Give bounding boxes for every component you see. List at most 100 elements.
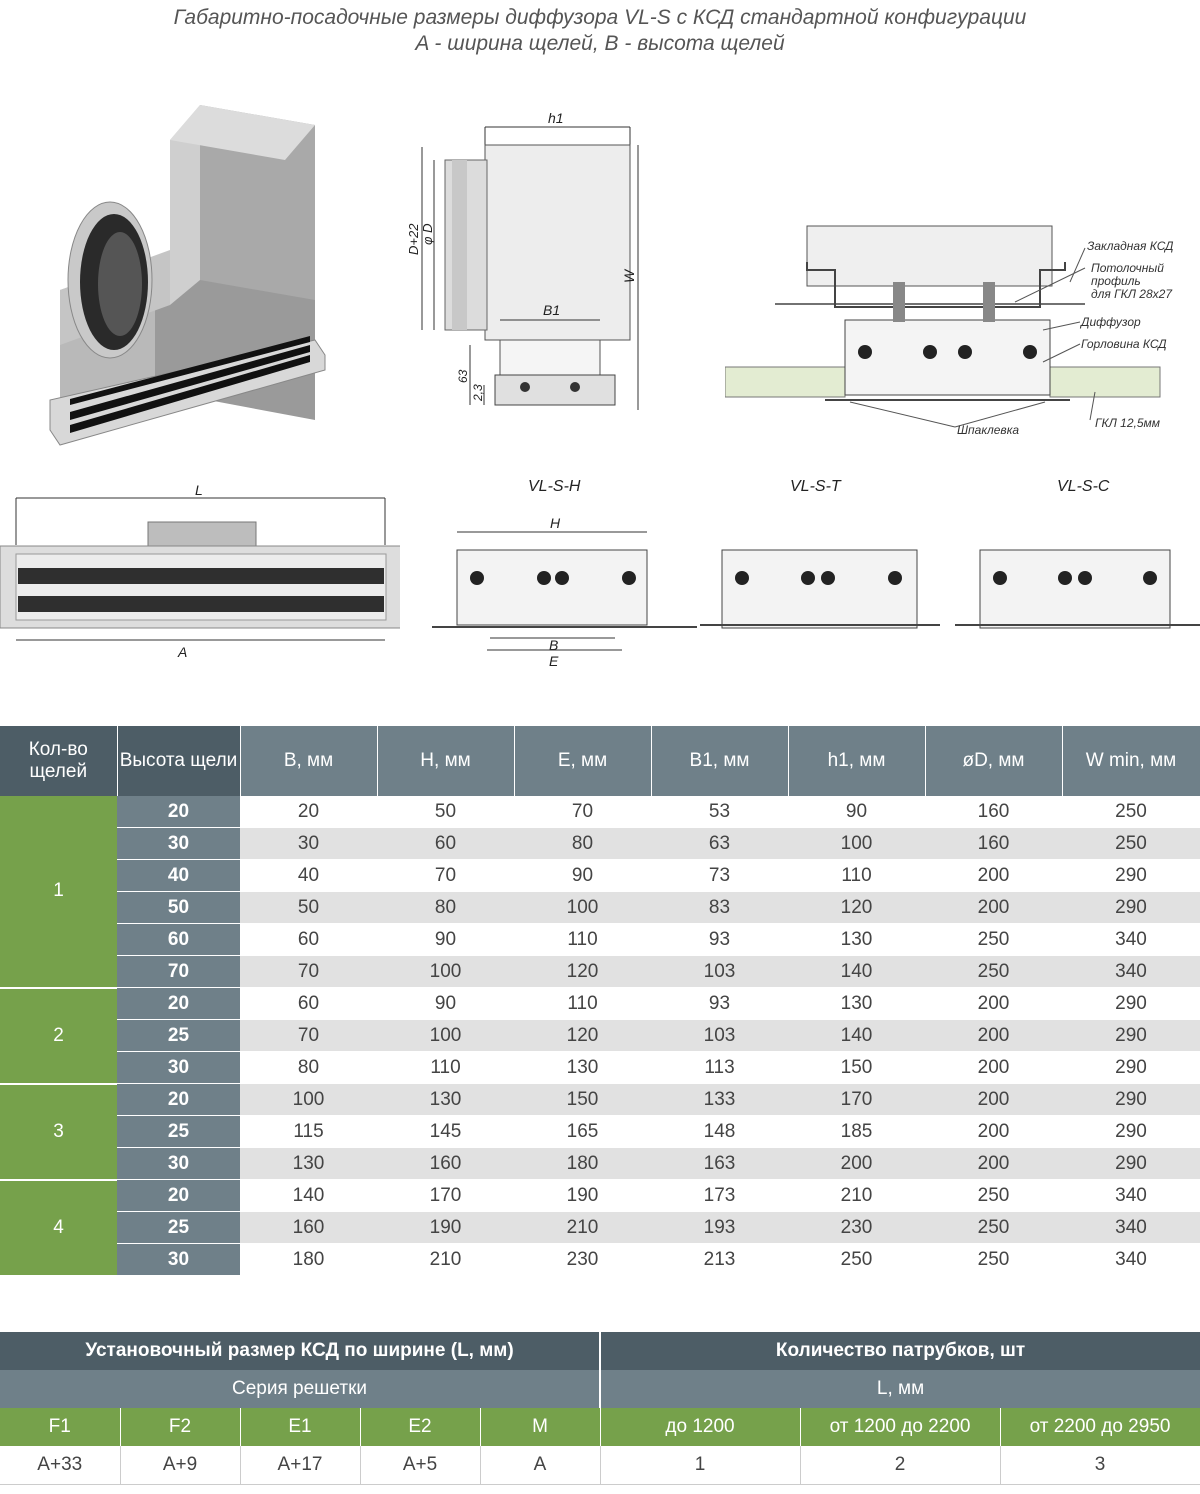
value-cell: 290 [1062,1147,1200,1180]
series-value-f2: A+9 [120,1446,241,1485]
table-header-row: Кол-во щелей Высота щели B, мм H, мм E, … [0,726,1200,796]
slot-height-cell: 60 [117,923,240,956]
dimensions-table: Кол-во щелей Высота щели B, мм H, мм E, … [0,726,1200,1277]
page-title: Габаритно-посадочные размеры диффузора V… [173,6,1027,29]
value-cell: 160 [377,1147,514,1180]
value-cell: 60 [240,923,377,956]
range-2: от 1200 до 2200 [800,1408,1001,1446]
series-e2: E2 [360,1408,481,1446]
value-cell: 200 [925,1051,1062,1084]
value-cell: 80 [514,827,651,860]
ksd-left-subtitle: Серия решетки [0,1370,601,1408]
value-cell: 163 [651,1147,788,1180]
series-value-m: A [480,1446,601,1485]
dim-63: 63 [456,369,470,383]
value-cell: 73 [651,859,788,892]
value-cell: 133 [651,1083,788,1116]
value-cell: 20 [240,796,377,828]
value-cell: 80 [240,1051,377,1084]
value-cell: 90 [377,987,514,1020]
value-cell: 100 [377,955,514,988]
value-cell: 250 [788,1243,925,1276]
slot-count-cell: 4 [0,1179,117,1277]
value-cell: 160 [925,796,1062,828]
value-cell: 80 [377,891,514,924]
value-cell: 110 [788,859,925,892]
variant-label-h: VL-S-H [528,478,581,495]
value-cell: 200 [925,987,1062,1020]
value-cell: 63 [651,827,788,860]
value-cell: 90 [514,859,651,892]
variant-label-t: VL-S-T [790,478,841,495]
value-cell: 53 [651,796,788,828]
value-cell: 250 [925,923,1062,956]
value-cell: 70 [240,955,377,988]
front-view-drawing: L A [0,482,400,660]
series-e1: E1 [240,1408,361,1446]
value-cell: 250 [925,1243,1062,1276]
value-cell: 120 [514,955,651,988]
dim-b1: B1 [543,302,560,318]
series-value-f1: A+33 [0,1446,121,1485]
value-cell: 120 [788,891,925,924]
dim-h1: h1 [548,110,564,126]
variant-c-drawing [955,549,1200,629]
value-cell: 290 [1062,1083,1200,1116]
value-cell: 200 [788,1147,925,1180]
value-cell: 200 [925,891,1062,924]
value-cell: 130 [788,923,925,956]
value-cell: 90 [377,923,514,956]
value-cell: 250 [925,1179,1062,1212]
note-gkl: ГКЛ 12,5мм [1095,416,1160,430]
value-cell: 93 [651,987,788,1020]
slot-count-cell: 3 [0,1083,117,1181]
ksd-table: Установочный размер КСД по ширине (L, мм… [0,1332,1200,1485]
diffuser-3d-render [49,105,326,446]
value-cell: 160 [240,1211,377,1244]
dim-phi-d: φ D [420,224,435,245]
value-cell: 230 [514,1243,651,1276]
range-value-1: 1 [600,1446,801,1485]
value-cell: 180 [240,1243,377,1276]
value-cell: 148 [651,1115,788,1148]
series-f1: F1 [0,1408,121,1446]
ksd-right-subtitle: L, мм [599,1370,1200,1408]
slot-height-cell: 40 [117,859,240,892]
value-cell: 290 [1062,1019,1200,1052]
value-cell: 40 [240,859,377,892]
dim-h: H [550,515,561,531]
note-ceiling-2: профиль [1091,274,1141,288]
value-cell: 70 [377,859,514,892]
value-cell: 100 [240,1083,377,1116]
variant-h-drawing: H B E [432,515,697,669]
header-e: E, мм [514,726,652,796]
value-cell: 60 [377,827,514,860]
value-cell: 185 [788,1115,925,1148]
value-cell: 250 [1062,827,1200,860]
slot-height-cell: 20 [117,1083,240,1116]
value-cell: 140 [788,955,925,988]
value-cell: 150 [514,1083,651,1116]
value-cell: 93 [651,923,788,956]
slot-height-cell: 20 [117,1179,240,1212]
value-cell: 340 [1062,1211,1200,1244]
value-cell: 145 [377,1115,514,1148]
dim-d-plus: D+22 [406,223,421,255]
value-cell: 100 [514,891,651,924]
variant-label-c: VL-S-C [1057,478,1110,495]
slot-count-cell: 1 [0,796,117,989]
range-value-2: 2 [800,1446,1001,1485]
value-cell: 100 [788,827,925,860]
header-w-min: W min, мм [1062,726,1200,796]
value-cell: 90 [788,796,925,828]
